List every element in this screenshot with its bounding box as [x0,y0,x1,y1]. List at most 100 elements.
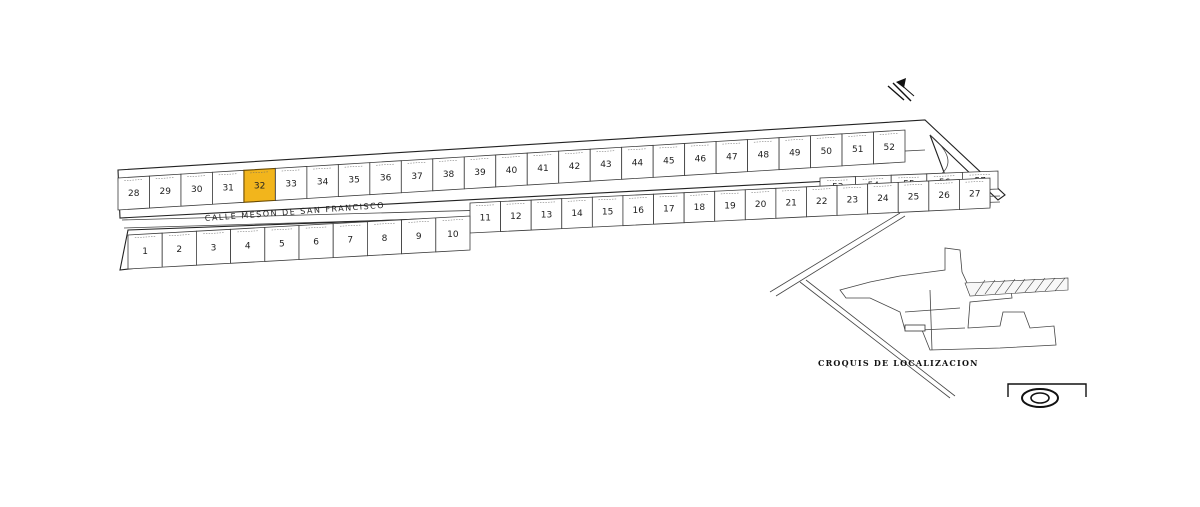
lot-number: 42 [569,162,580,172]
lot-number: 5 [279,239,285,249]
lot-number: 28 [128,189,140,199]
lot-number: 51 [852,145,863,155]
lot-dimension-mark [848,135,868,137]
lot-number: 21 [785,199,796,209]
lot-dimension-mark [596,150,616,153]
lot-dimension-mark [934,182,954,184]
lot-dimension-mark [218,173,238,176]
lot-dimension-mark [659,195,679,198]
lot-dimension-mark [933,175,956,177]
lot-dimension-mark [629,197,648,199]
lot-number: 23 [847,196,858,206]
lot-dimension-mark [751,191,770,193]
lot-dimension-mark [250,171,270,174]
lot-number: 47 [726,153,737,163]
lot-number: 46 [695,154,707,164]
lot-dimension-mark [879,133,899,135]
lot-dimension-mark [476,204,495,206]
lot-dimension-mark [862,178,885,180]
lot-dimension-mark [598,198,617,201]
lot-number: 45 [663,156,674,166]
lot-dimension-mark [965,181,984,183]
lot-dimension-mark [124,179,144,181]
lot-number: 39 [474,168,486,178]
lot-number: 7 [347,236,353,246]
lot-dimension-mark [374,222,395,225]
lot-dimension-mark [203,232,224,235]
lot-number: 17 [663,204,674,214]
lot-number: 43 [600,160,611,170]
lower-lots-group: 1 2 3 4 5 6 7 8 9 10 [127,215,471,270]
lot-number: 30 [191,185,203,195]
lot-number: 14 [571,209,583,219]
lot-number: 25 [908,193,919,203]
lot-dimension-mark [816,136,836,139]
lot-dimension-mark [720,192,740,195]
lot-dimension-mark [169,234,190,236]
lot-dimension-mark [690,194,709,196]
lot-dimension-mark [439,160,458,162]
lot-number: 6 [313,238,319,248]
location-inset: CROQUIS DE LOCALIZACION [769,212,1069,399]
lot-number: 34 [317,178,329,188]
lot-number: 35 [348,176,359,186]
lot-dimension-mark [506,203,526,205]
lot-number: 24 [877,194,889,204]
north-arrow-icon [887,78,915,102]
lot-number: 44 [632,158,644,168]
lot-number: 10 [447,230,459,240]
lot-dimension-mark [898,176,920,179]
company-logo-icon [1007,383,1087,408]
lot-number: 32 [254,181,265,191]
lot-number: 16 [633,206,645,216]
lot-number: 2 [176,245,182,255]
lot-dimension-mark [344,165,364,168]
lot-number: 27 [969,190,980,200]
lot-number: 11 [480,213,491,223]
lot-dimension-mark [281,169,301,172]
lot-number: 36 [380,174,392,184]
lot-number: 3 [211,243,217,253]
lot-dimension-mark [785,138,805,141]
lot-dimension-mark [969,174,991,176]
lot-dimension-mark [781,189,801,192]
lot-dimension-mark [565,152,584,154]
lot-number: 9 [416,232,422,242]
lot-dimension-mark [305,226,327,229]
lot-number: 49 [789,149,801,159]
lot-number: 26 [938,191,950,201]
lot-dimension-mark [442,219,464,221]
lot-number: 13 [541,210,552,220]
lot-dimension-mark [502,156,521,158]
lot-dimension-mark [407,161,427,164]
lot-number: 22 [816,197,827,207]
lot-dimension-mark [533,154,553,156]
lot-number: 29 [159,187,171,197]
lot-number: 38 [443,170,455,180]
lot-dimension-mark [408,221,429,223]
lot-10 [435,215,471,253]
lot-number: 41 [537,164,548,174]
lot-dimension-mark [812,188,831,190]
lot-number: 40 [506,166,518,176]
lot-dimension-mark [271,228,293,231]
lot-dimension-mark [843,186,862,189]
lot-dimension-mark [627,148,647,151]
lot-number: 8 [382,234,388,244]
lot-number: 15 [602,207,613,217]
street-label: CALLE MESON DE SAN FRANCISCO [204,201,385,223]
inset-title: CROQUIS DE LOCALIZACION [818,358,979,368]
lot-number: 1 [142,247,148,257]
lot-dimension-mark [237,230,258,233]
lot-number: 50 [821,147,833,157]
lot-number: 18 [694,203,706,213]
lot-number: 37 [411,172,422,182]
lot-number: 12 [510,212,521,222]
lot-number: 4 [245,241,251,251]
lot-number: 33 [285,179,296,189]
lot-dimension-mark [690,144,710,147]
lot-number: 19 [724,202,736,212]
lot-dimension-mark [827,179,849,181]
lot-dimension-mark [567,200,587,202]
